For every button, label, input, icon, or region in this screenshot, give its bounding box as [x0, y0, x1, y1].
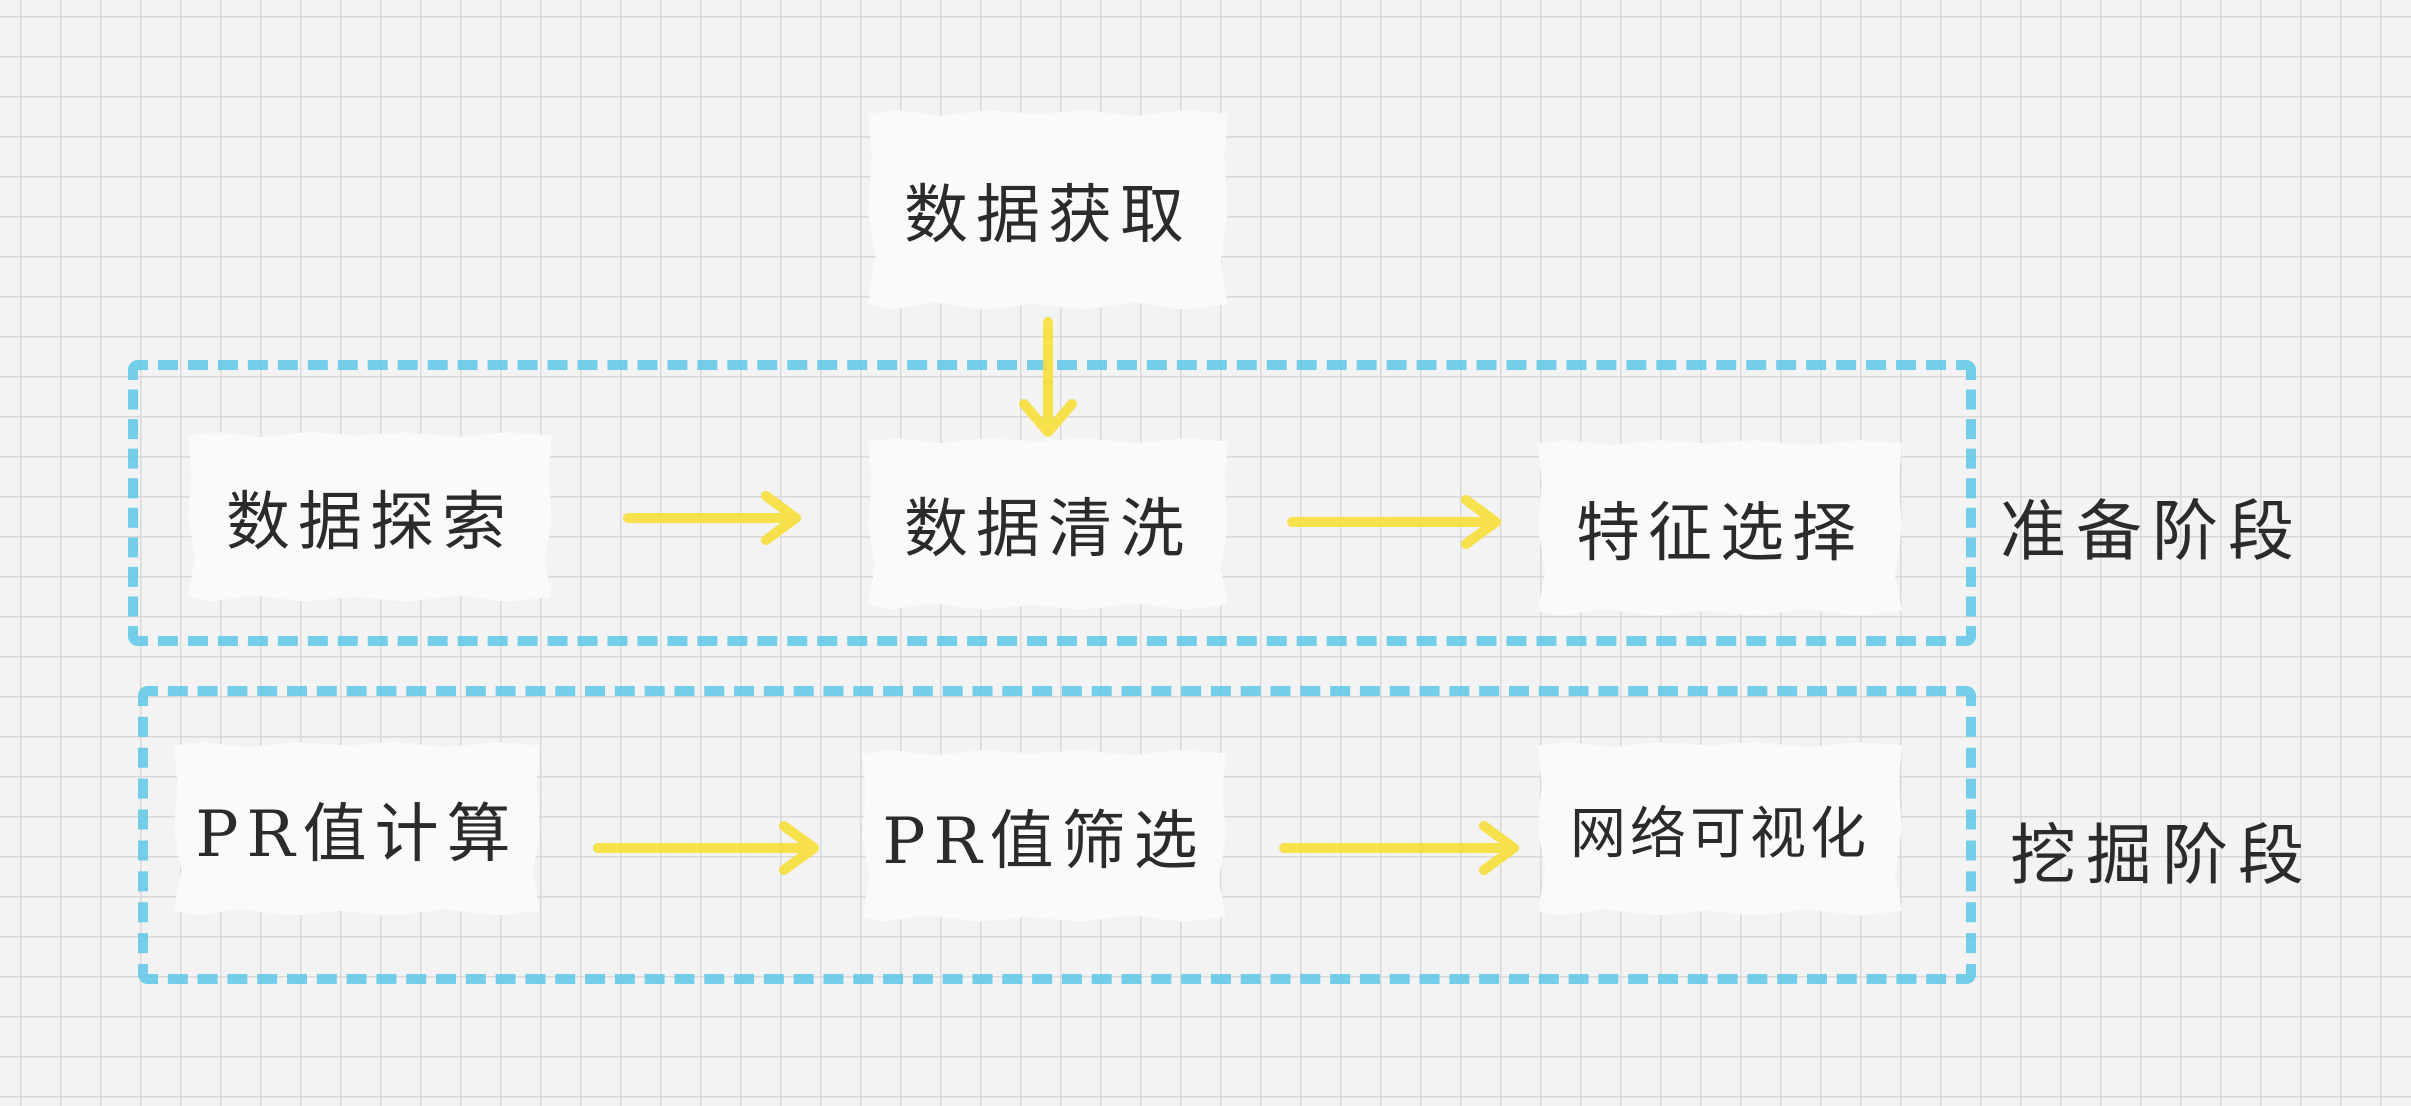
- node-pr-filtering: PR值筛选: [862, 750, 1226, 922]
- node-feature-selection-label: 特征选择: [1576, 497, 1864, 571]
- node-feature-selection: 特征选择: [1538, 440, 1902, 616]
- node-data-cleaning-label: 数据清洗: [904, 493, 1192, 567]
- node-pr-filtering-label: PR值筛选: [882, 805, 1206, 879]
- preparation-stage-label: 准备阶段: [2000, 493, 2304, 570]
- node-pr-calculation: PR值计算: [174, 742, 540, 916]
- node-data-exploration-label: 数据探索: [226, 486, 514, 560]
- node-network-visualization-label: 网络可视化: [1570, 801, 1870, 867]
- node-data-acquisition-label: 数据获取: [904, 179, 1192, 253]
- node-pr-calculation-label: PR值计算: [195, 798, 519, 872]
- node-data-cleaning: 数据清洗: [868, 438, 1228, 610]
- mining-stage-label: 挖掘阶段: [2010, 817, 2314, 894]
- node-data-acquisition: 数据获取: [868, 110, 1228, 310]
- node-data-exploration: 数据探索: [188, 432, 552, 602]
- node-network-visualization: 网络可视化: [1538, 742, 1902, 916]
- mining-stage-group: [138, 686, 1976, 984]
